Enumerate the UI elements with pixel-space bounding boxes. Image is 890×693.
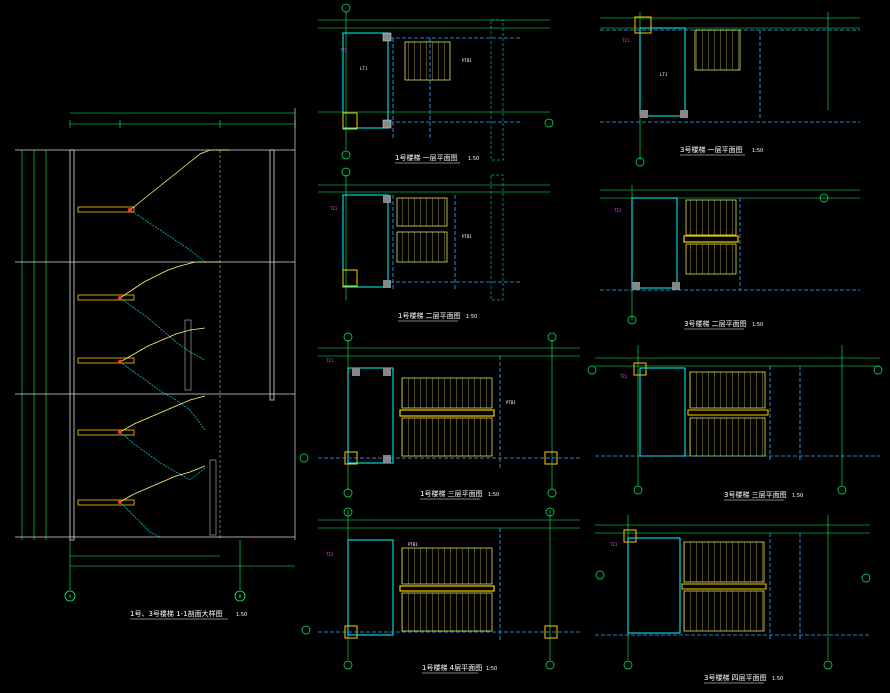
plan-4-title: 3号楼梯 二层平面图 (684, 319, 747, 328)
section-view: A B 1号、3号楼梯 1-1剖面大样图 1:50 (15, 108, 296, 620)
plan-3: TZ1 PTB1 1号楼梯 二层平面图 1:50 (318, 167, 550, 322)
plan-8-scale: 1:50 (772, 676, 783, 682)
plan-2-scale: 1:50 (752, 148, 763, 154)
plan-1-title: 1号楼梯 一层平面图 (395, 153, 458, 162)
plan-5-scale: 1:50 (488, 492, 499, 498)
plan-5: TZ1 PTB1 1号楼梯 三层平面图 1:50 (299, 332, 580, 500)
plan-3-title: 1号楼梯 二层平面图 (398, 311, 461, 320)
section-title: 1号、3号楼梯 1-1剖面大样图 (130, 609, 223, 618)
plan-1-scale: 1:50 (468, 156, 479, 162)
svg-text:PTB1: PTB1 (462, 58, 472, 63)
axis-label-b: B (239, 594, 242, 599)
plan-2-title: 3号楼梯 一层平面图 (680, 145, 743, 154)
axis-bubble-b (234, 590, 246, 602)
svg-text:TZ1: TZ1 (610, 542, 618, 547)
svg-text:TZ1: TZ1 (622, 38, 630, 43)
plan-4-scale: 1:50 (752, 322, 763, 328)
svg-text:PTB1: PTB1 (408, 542, 418, 547)
svg-text:TZ1: TZ1 (614, 208, 622, 213)
plan-3-scale: 1:50 (466, 314, 477, 320)
plan-7-scale: 1:50 (486, 666, 497, 672)
svg-text:TZ1: TZ1 (326, 358, 334, 363)
svg-text:TZ1: TZ1 (340, 48, 348, 53)
plan-2: TZ1 LT1 3号楼梯 一层平面图 1:50 (600, 12, 860, 167)
plan-4: TZ1 3号楼梯 二层平面图 1:50 (600, 185, 860, 330)
svg-text:LT1: LT1 (660, 72, 668, 77)
svg-text:PTB1: PTB1 (506, 400, 516, 405)
plan-8: TZ1 3号楼梯 四层平面图 1:50 (595, 515, 871, 684)
plan-5-title: 1号楼梯 三层平面图 (420, 489, 483, 498)
axis-bubble-a (64, 590, 76, 602)
plan-1: TZ1 LT1 PTB1 1号楼梯 一层平面图 1:50 (318, 3, 554, 164)
plan-6: TZ1 3号楼梯 三层平面图 1:50 (587, 345, 883, 501)
svg-text:TZ1: TZ1 (326, 552, 334, 557)
plan-6-scale: 1:50 (792, 493, 803, 499)
axis-label-a: A (69, 594, 72, 599)
svg-text:TZ1: TZ1 (330, 206, 338, 211)
plan-7-title: 1号楼梯 4层平面图 (422, 663, 482, 672)
svg-text:PTB1: PTB1 (462, 234, 472, 239)
svg-text:TZ1: TZ1 (620, 374, 628, 379)
svg-text:LT1: LT1 (360, 66, 368, 71)
plan-7: TZ1 PTB1 1号楼梯 4层平面图 1:50 (301, 507, 580, 674)
plan-8-title: 3号楼梯 四层平面图 (704, 673, 767, 682)
plan-6-title: 3号楼梯 三层平面图 (724, 490, 787, 499)
section-scale: 1:50 (236, 612, 247, 618)
